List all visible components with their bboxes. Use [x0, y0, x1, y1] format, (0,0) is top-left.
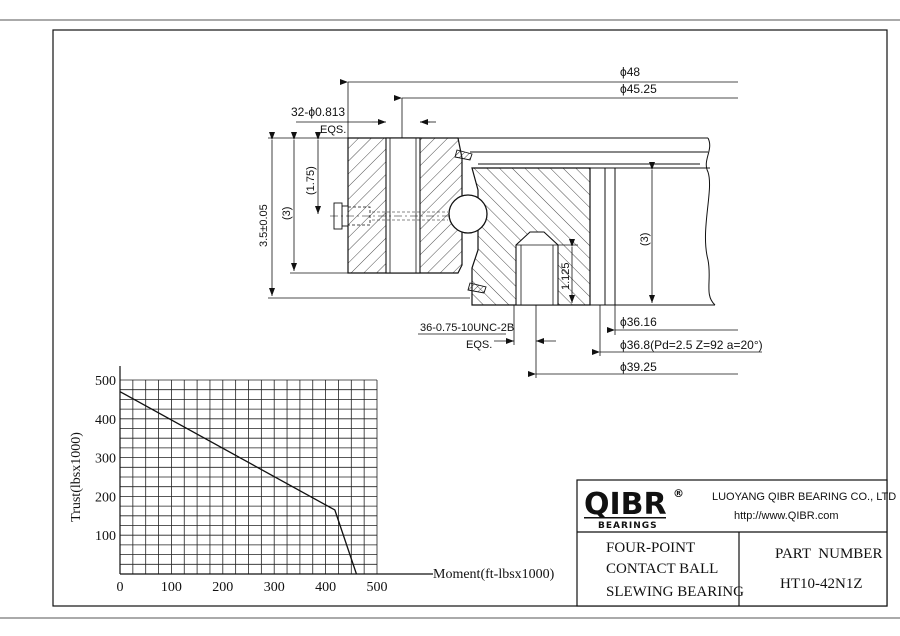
part-number: HT10-42N1Z	[780, 576, 863, 592]
y-tick-label: 400	[95, 413, 116, 428]
y-tick-label: 200	[95, 490, 116, 505]
x-tick-label: 100	[161, 580, 182, 595]
y-axis-label: Trust(lbsx1000)	[69, 432, 84, 522]
company-name: LUOYANG QIBR BEARING CO., LTD	[712, 491, 896, 503]
dim-d36-8: ϕ36.8(Pd=2.5 Z=92 a=20°)	[620, 338, 763, 352]
dim-thread-eqs: EQS.	[466, 339, 492, 351]
y-tick-label: 300	[95, 452, 116, 467]
load-curve	[119, 391, 358, 575]
chart-axes	[119, 366, 433, 575]
threaded-hole	[515, 231, 559, 306]
x-tick-label: 400	[315, 580, 336, 595]
dim-h175: (1.75)	[305, 166, 317, 195]
x-tick-label: 300	[264, 580, 285, 595]
dim-thread: 36-0.75-10UNC-2B	[420, 322, 514, 334]
y-tick-labels: 100 200 300 400 500	[95, 374, 116, 544]
dim-d39-25: ϕ39.25	[620, 360, 657, 374]
drawing-frame	[52, 29, 888, 607]
x-tick-label: 500	[367, 580, 388, 595]
desc-line-1: FOUR-POINT	[606, 540, 695, 556]
dim-d45-25: ϕ45.25	[620, 82, 657, 96]
logo-sub: BEARINGS	[598, 521, 658, 531]
logo-registered: ®	[673, 487, 684, 500]
dim-h1125: 1.125	[560, 262, 572, 290]
dim-holes-eqs: EQS.	[320, 124, 346, 136]
dimensions	[268, 79, 762, 378]
dim-d48: ϕ48	[620, 65, 640, 79]
x-tick-label: 0	[117, 580, 124, 595]
ball	[448, 194, 488, 234]
y-tick-label: 500	[95, 374, 116, 389]
company-website: http://www.QIBR.com	[734, 510, 839, 522]
dim-holes: 32-ϕ0.813	[291, 105, 345, 119]
desc-line-3: SLEWING BEARING	[606, 584, 744, 600]
chart-grid	[119, 379, 378, 575]
seal-bottom	[467, 282, 487, 294]
company-logo: QIBR ® BEARINGS	[584, 487, 684, 531]
load-chart: 0 100 200 300 400 500 100 200 300 400 500 Moment(…	[69, 366, 555, 595]
dim-h35: 3.5±0.05	[258, 204, 270, 247]
dim-d36-16: ϕ36.16	[620, 315, 657, 329]
bearing-cross-section	[330, 137, 716, 306]
x-tick-label: 200	[212, 580, 233, 595]
desc-line-2: CONTACT BALL	[606, 561, 718, 577]
dim-h3-left: (3)	[281, 207, 293, 220]
title-block: QIBR ® BEARINGS LUOYANG QIBR BEARING CO.…	[576, 479, 896, 607]
x-tick-labels: 0 100 200 300 400 500	[117, 580, 388, 595]
y-tick-label: 100	[95, 529, 116, 544]
x-axis-label: Moment(ft-lbsx1000)	[433, 567, 555, 582]
outer-mounting-hole	[385, 137, 421, 274]
logo-text: QIBR	[584, 487, 667, 522]
dim-h3-right: (3)	[639, 233, 651, 246]
seal-top	[454, 149, 473, 161]
part-number-label: PART NUMBER	[775, 546, 882, 562]
